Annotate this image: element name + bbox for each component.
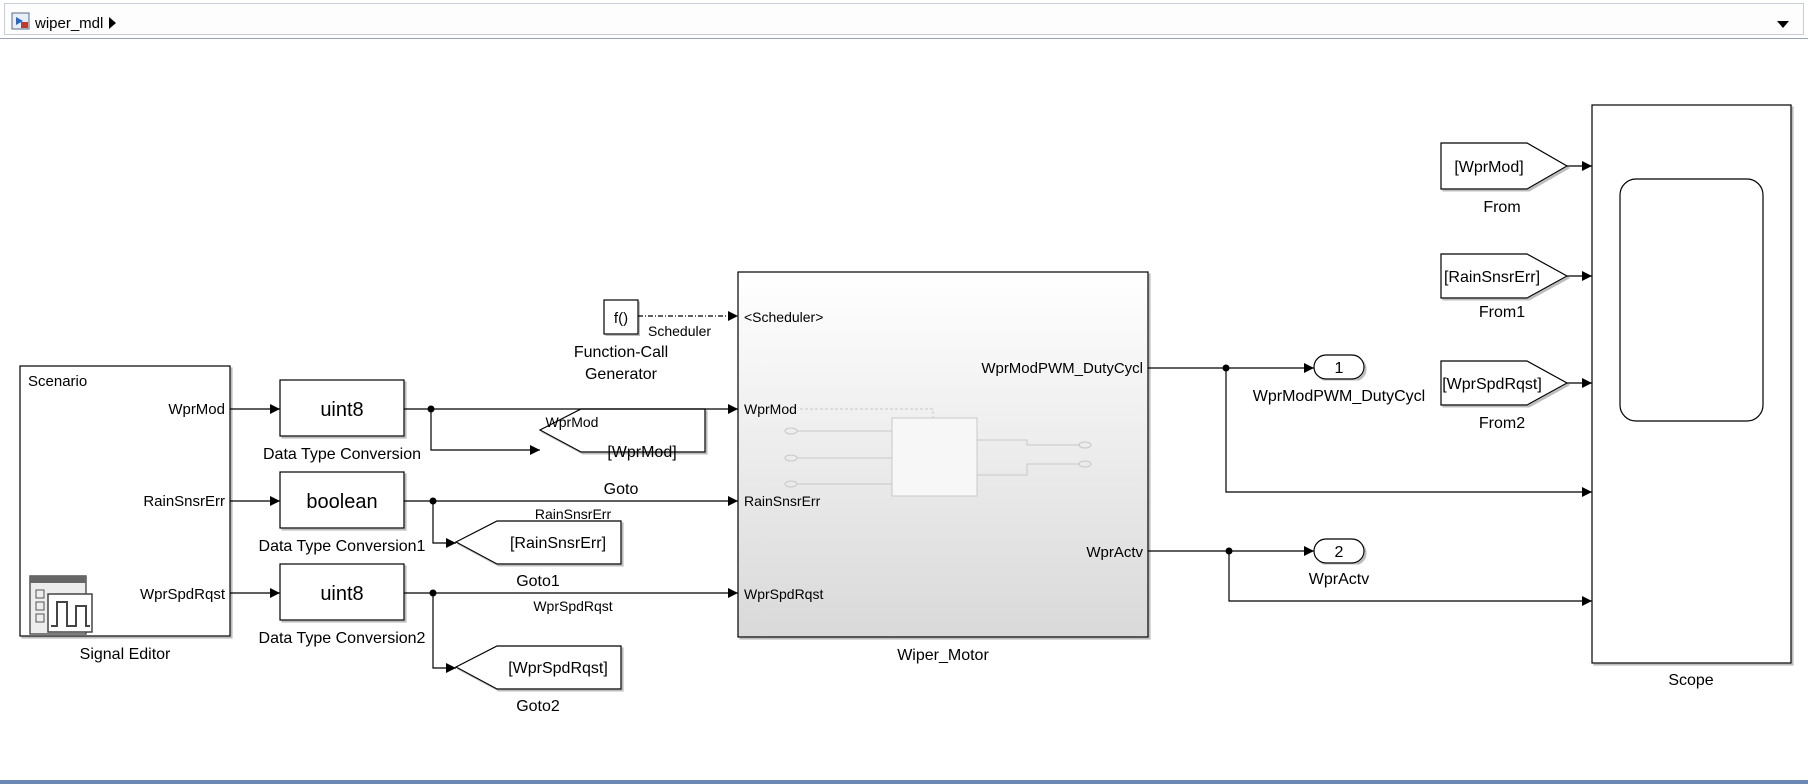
signal-label-wprmod[interactable]: WprMod	[546, 414, 599, 430]
outport2-name: WprActv	[1309, 571, 1369, 588]
fcg-name-line2: Generator	[585, 366, 658, 383]
dtc2-name: Data Type Conversion2	[259, 630, 426, 647]
address-bar[interactable]: wiper_mdl	[4, 3, 1804, 35]
in-port-rainsnsrerr: RainSnsrErr	[744, 493, 821, 509]
from1-tag: [RainSnsrErr]	[1444, 269, 1540, 286]
goto1-block[interactable]: [RainSnsrErr] Goto1	[454, 520, 622, 590]
wiper-motor-name: Wiper_Motor	[897, 647, 989, 664]
dtc1-name: Data Type Conversion1	[259, 538, 426, 555]
goto2-block[interactable]: [WprSpdRqst] Goto2	[454, 645, 622, 715]
from1-name: From1	[1479, 304, 1525, 321]
fcg-glyph: f()	[614, 310, 628, 327]
goto1-tag: [RainSnsrErr]	[510, 535, 606, 552]
outport1-block[interactable]: 1 WprModPWM_DutyCycl	[1253, 354, 1425, 405]
from-name: From	[1483, 199, 1520, 216]
toolbar: wiper_mdl	[0, 0, 1808, 39]
breadcrumb[interactable]: wiper_mdl	[35, 15, 104, 32]
dtc-name: Data Type Conversion	[263, 446, 421, 463]
dropdown-icon[interactable]	[1777, 21, 1789, 28]
scope-display	[1619, 178, 1764, 422]
out-port-dutycycl: WprModPWM_DutyCycl	[981, 360, 1143, 377]
scope-block[interactable]: Scope	[1591, 104, 1792, 689]
port-label-rainsnsrerr: RainSnsrErr	[143, 493, 225, 510]
in-port-scheduler: <Scheduler>	[744, 309, 823, 325]
dtc-block[interactable]: uint8 Data Type Conversion	[263, 379, 421, 463]
from2-block[interactable]: [WprSpdRqst] From2	[1440, 360, 1569, 432]
in-port-wprmod: WprMod	[744, 401, 797, 417]
port-label-wprspdrqst: WprSpdRqst	[140, 586, 226, 603]
signal-label-wprspdrqst[interactable]: WprSpdRqst	[533, 598, 612, 614]
outport2-num: 2	[1335, 544, 1344, 561]
from2-tag: [WprSpdRqst]	[1442, 376, 1542, 393]
signal-label-rainsnsrerr[interactable]: RainSnsrErr	[535, 506, 612, 522]
model-icon	[11, 12, 30, 30]
goto-block[interactable]: [WprMod] Goto	[538, 408, 706, 498]
goto2-name: Goto2	[516, 698, 560, 715]
from2-name: From2	[1479, 415, 1525, 432]
window-bottom-border	[0, 780, 1808, 784]
signal-editor-name: Signal Editor	[80, 646, 171, 663]
function-call-generator-block[interactable]: f() Function-Call Generator Scheduler	[574, 299, 712, 383]
subsystem-preview-icon	[784, 408, 1092, 497]
dtc-type: uint8	[320, 399, 363, 421]
diagram: Scenario WprMod RainSnsrErr WprSpdRqst S…	[19, 104, 1792, 715]
signal-editor-block[interactable]: Scenario WprMod RainSnsrErr WprSpdRqst S…	[19, 365, 231, 663]
outport1-num: 1	[1335, 360, 1344, 377]
out-port-wpractv: WprActv	[1086, 544, 1143, 561]
dtc2-type: uint8	[320, 583, 363, 605]
dtc1-type: boolean	[306, 491, 377, 513]
goto-name: Goto	[604, 481, 639, 498]
in-port-wprspdrqst: WprSpdRqst	[744, 586, 823, 602]
from-block[interactable]: [WprMod] From	[1440, 142, 1569, 216]
fcg-name-line1: Function-Call	[574, 344, 668, 361]
wiper-motor-block[interactable]: <Scheduler> WprMod RainSnsrErr WprSpdRqs…	[737, 271, 1149, 664]
signal-editor-icon	[29, 575, 93, 635]
from1-block[interactable]: [RainSnsrErr] From1	[1440, 253, 1569, 321]
scope-name: Scope	[1668, 672, 1713, 689]
dtc1-block[interactable]: boolean Data Type Conversion1	[259, 471, 426, 555]
breadcrumb-arrow-icon[interactable]	[109, 17, 116, 29]
scenario-label: Scenario	[28, 373, 87, 390]
outport1-name: WprModPWM_DutyCycl	[1253, 388, 1425, 405]
signal-lines	[230, 161, 1592, 673]
port-label-wprmod: WprMod	[168, 401, 225, 418]
goto-tag: [WprMod]	[607, 444, 676, 461]
goto1-name: Goto1	[516, 573, 560, 590]
goto2-tag: [WprSpdRqst]	[508, 660, 608, 677]
from-tag: [WprMod]	[1454, 159, 1523, 176]
dtc2-block[interactable]: uint8 Data Type Conversion2	[259, 563, 426, 647]
outport2-block[interactable]: 2 WprActv	[1309, 538, 1369, 588]
scheduler-signal-label: Scheduler	[648, 323, 711, 339]
model-canvas[interactable]: Scenario WprMod RainSnsrErr WprSpdRqst S…	[0, 39, 1808, 784]
branch-points	[427, 364, 1233, 597]
